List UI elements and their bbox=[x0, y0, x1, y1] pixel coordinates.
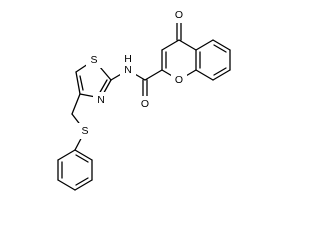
bond bbox=[79, 75, 84, 91]
bond bbox=[213, 44, 227, 53]
bond bbox=[71, 93, 81, 115]
bond bbox=[75, 177, 89, 186]
molecule-structure-diagram: O O O H N S N S bbox=[57, 7, 231, 191]
amide-h-label: H bbox=[124, 53, 132, 65]
bond bbox=[212, 39, 231, 51]
thioether-sulfur-label: S bbox=[81, 125, 88, 137]
amide-oxygen-label: O bbox=[141, 98, 149, 110]
bond bbox=[57, 179, 76, 191]
bond bbox=[57, 149, 76, 161]
bond bbox=[195, 39, 214, 51]
thiazole-sulfur-label: S bbox=[90, 54, 97, 66]
bond bbox=[212, 69, 231, 81]
bond bbox=[178, 39, 197, 51]
bond bbox=[144, 69, 163, 81]
ketone-oxygen-label: O bbox=[175, 9, 183, 21]
bond bbox=[74, 149, 93, 161]
thiazole-nitrogen-label: N bbox=[97, 94, 105, 106]
pyran-oxygen-label: O bbox=[175, 74, 183, 86]
bond bbox=[98, 79, 108, 95]
bond bbox=[75, 71, 81, 95]
bond bbox=[161, 39, 180, 51]
bond bbox=[195, 69, 214, 81]
atom-labels: O O O H N S N S bbox=[77, 7, 187, 139]
bond bbox=[213, 67, 227, 76]
bond bbox=[74, 179, 93, 191]
amide-nitrogen-label: N bbox=[124, 64, 132, 76]
bond bbox=[75, 154, 89, 163]
